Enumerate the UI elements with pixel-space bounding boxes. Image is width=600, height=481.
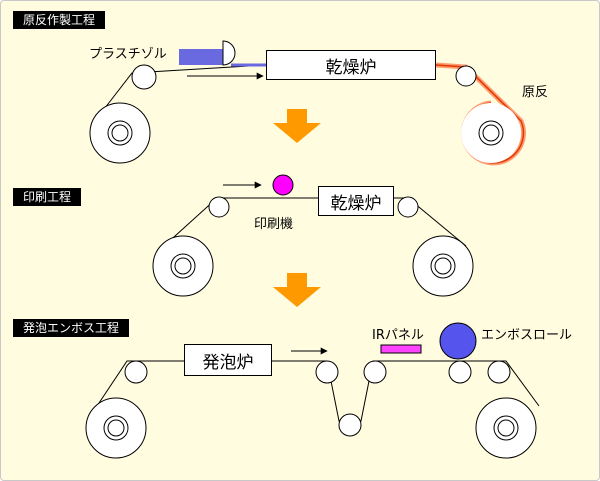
ir-panel — [380, 344, 422, 354]
guide-roller-2a — [208, 196, 230, 218]
down-arrow-icon — [273, 109, 321, 143]
raw-sheet-reel-icon — [461, 103, 521, 163]
guide-roller-3d — [487, 360, 511, 384]
wind-reel-2-icon — [412, 235, 474, 297]
raw-sheet-label: 原反 — [522, 85, 549, 100]
guide-roller-3c — [363, 360, 387, 384]
drying-oven-box-2: 乾燥炉 — [318, 186, 394, 216]
guide-roller-3b — [315, 360, 339, 384]
printer-roll — [272, 174, 294, 196]
reel-icon — [89, 102, 151, 164]
unwind-reel-3-icon — [85, 397, 147, 459]
section-title-sheet-making: 原反作製工程 — [13, 11, 106, 29]
guide-roller-3a — [124, 360, 148, 384]
section-title-printing: 印刷工程 — [13, 188, 82, 206]
unwind-reel-2-icon — [152, 235, 214, 297]
plastisol-label: プラスチゾル — [89, 47, 167, 62]
printer-label: 印刷機 — [254, 217, 294, 232]
guide-roller-1b — [455, 65, 477, 87]
emboss-roll — [439, 322, 477, 360]
foaming-oven-box: 発泡炉 — [184, 344, 272, 376]
section-2-graphics — [152, 174, 474, 297]
emboss-roll-label: エンボスロール — [481, 328, 573, 343]
section-3-graphics — [85, 322, 540, 459]
wind-reel-3-icon — [475, 397, 537, 459]
emboss-backup-roller — [448, 360, 472, 384]
plastisol-coater-head — [222, 40, 236, 66]
ir-panel-label: IRパネル — [372, 328, 424, 343]
film-path-2 — [163, 197, 467, 247]
plastisol-coater — [179, 49, 223, 65]
section-1-graphics — [89, 40, 526, 166]
dancer-roller — [338, 413, 362, 437]
drying-oven-box-1: 乾燥炉 — [266, 50, 436, 80]
guide-roller-2b — [397, 196, 419, 218]
down-arrow-icon — [273, 273, 321, 307]
guide-roller-1a — [131, 64, 157, 90]
section-title-foam-emboss: 発泡エンボス工程 — [13, 319, 130, 337]
